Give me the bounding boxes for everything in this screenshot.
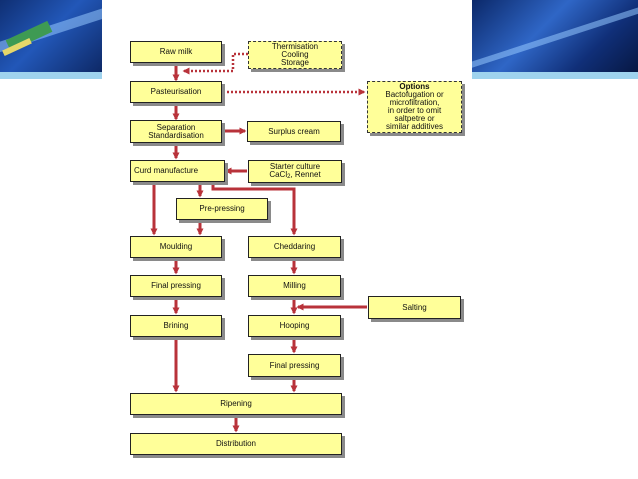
step-raw-milk-label: Raw milk [159,47,193,56]
step-pre-pressing: Pre-pressing [176,198,268,220]
hooping-label: Hooping [279,321,310,330]
options-line-5: similar additives [386,122,443,131]
salting-label: Salting [402,302,427,312]
distribution-label: Distribution [215,439,256,448]
options-note: Options Bactofugation or microfiltration… [367,81,462,133]
moulding-label: Moulding [159,242,193,251]
step-final-pressing-right: Final pressing [248,354,341,377]
options-line-4: saltpetre or [394,114,435,123]
options-title: Options [399,82,430,91]
starter-culture-label: Starter culture [269,161,321,171]
step-raw-milk: Raw milk [130,41,222,63]
final-pressing-right-label: Final pressing [269,360,320,370]
arrow-curd-to-cheddaring [211,183,298,236]
surplus-cream-label: Surplus cream [268,126,320,136]
dotted-arrow-thermisation-to-raw-milk [182,52,248,75]
pre-pressing-label: Pre-pressing [199,204,245,213]
step-pasteurisation: Pasteurisation [130,81,222,103]
thermisation-label: Thermisation [271,42,319,51]
standardisation-label: Standardisation [148,130,204,140]
step-cheddaring: Cheddaring [248,236,341,258]
final-pressing-left-label: Final pressing [151,281,201,290]
step-distribution: Distribution [130,433,342,455]
step-separation-standardisation: Separation Standardisation [130,120,222,143]
cooling-label: Cooling [281,50,309,59]
slide-corner-decoration-right [472,0,638,79]
options-line-1: Bactofugation or [385,90,444,99]
cheddaring-label: Cheddaring [273,242,316,251]
step-surplus-cream: Surplus cream [247,121,341,142]
slide-corner-decoration-left [0,0,102,79]
separation-label: Separation [156,122,196,132]
step-curd-manufacture: Curd manufacture [130,160,225,182]
cacl-label: CaCl [269,169,288,179]
step-moulding: Moulding [130,236,222,258]
step-thermisation-cooling-storage: Thermisation Cooling Storage [248,41,342,69]
curd-manufacture-label: Curd manufacture [134,166,199,175]
options-line-2: microfiltration, [389,98,440,107]
step-pasteurisation-label: Pasteurisation [150,87,202,96]
step-milling: Milling [248,275,341,297]
cacl2-rennet-label: CaCl2, Rennet [269,169,321,181]
step-salting: Salting [368,296,461,319]
step-brining: Brining [130,315,222,337]
step-starter-culture: Starter culture CaCl2, Rennet [248,160,342,183]
step-ripening: Ripening [130,393,342,415]
milling-label: Milling [283,281,306,290]
brining-label: Brining [163,321,189,330]
options-line-3: in order to omit [387,106,442,115]
step-final-pressing-left: Final pressing [130,275,222,297]
cacl-subscript: 2 [287,173,291,180]
storage-label: Storage [280,58,310,67]
rennet-label: , Rennet [290,169,321,179]
step-hooping: Hooping [248,315,341,337]
ripening-label: Ripening [220,399,252,408]
